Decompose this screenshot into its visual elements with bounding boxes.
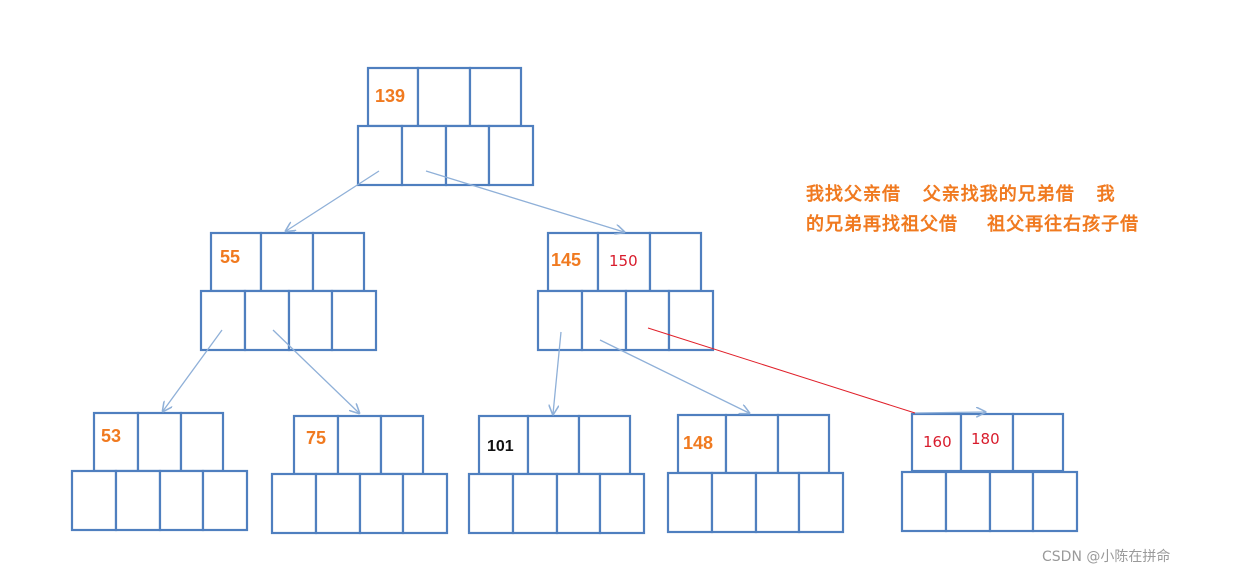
key-cell [468,66,523,128]
pointer-cell [754,471,801,534]
pointer-cell [330,289,378,352]
watermark: CSDN @小陈在拼命 [1042,549,1171,565]
pointer-cell [201,469,249,532]
leaf-148: 148 [666,413,845,534]
node-145-key-1: 145 [551,250,581,270]
pointer-cell [114,469,162,532]
edge-150-to-160-arrowhead [914,412,985,413]
key-cell [336,414,383,476]
key-cell [724,413,780,475]
pointer-cell [900,470,948,533]
pointer-cell [444,124,491,187]
pointer-cell [400,124,448,187]
key-cell [259,231,315,293]
leaf-148-key-1: 148 [683,433,713,453]
borrow-explanation: 我找父亲借 父亲找我的兄弟借 我 的兄弟再找祖父借 祖父再往右孩子借 [806,180,1246,240]
pointer-cell [988,470,1035,533]
key-cell [1011,412,1065,473]
key-cell [379,414,425,476]
pointer-cell [199,289,247,352]
explanation-line-2: 的兄弟再找祖父借 祖父再往右孩子借 [806,214,1140,235]
pointer-cell [667,289,715,352]
key-cell [648,231,703,293]
pointer-cell [70,469,118,532]
node-55-key-1: 55 [220,247,240,267]
pointer-cell [314,472,362,535]
key-cell [776,413,831,475]
edge-55-to-53 [163,329,223,411]
pointer-cell [467,472,515,535]
root-key-1: 139 [375,86,405,106]
pointer-cell [797,471,845,534]
key-cell [416,66,472,128]
root-node: 139 [356,66,535,187]
pointer-cell [624,289,671,352]
pointer-cell [511,472,559,535]
key-cell [910,412,963,473]
leaf-53: 53 [70,411,249,532]
key-cell [136,411,183,473]
pointer-cell [158,469,205,532]
pointer-cell [580,289,628,352]
pointer-cell [555,472,602,535]
pointer-cell [287,289,334,352]
pointer-cell [710,471,758,534]
explanation-line-1: 我找父亲借 父亲找我的兄弟借 我 [806,184,1116,205]
pointer-cell [598,472,646,535]
leaf-75-key-1: 75 [306,428,326,448]
pointer-cell [487,124,535,187]
key-cell [179,411,225,473]
edge-145-to-101 [553,331,562,414]
pointer-cell [356,124,404,187]
edge-150-to-160-highlight [647,327,916,414]
pointer-cell [666,471,714,534]
key-cell [311,231,366,293]
pointer-cell [243,289,291,352]
key-cell [577,414,632,476]
leaf-53-key-1: 53 [101,426,121,446]
pointer-cell [944,470,992,533]
pointer-cell [536,289,584,352]
pointer-cell [270,472,318,535]
pointer-cell [1031,470,1079,533]
leaf-101: 101 [467,414,646,535]
key-cell [526,414,581,476]
edge-55-to-75 [272,329,359,413]
key-cell [477,414,530,476]
edge-root-to-145 [425,170,624,232]
leaf-101-key-1: 101 [487,438,514,455]
edge-root-to-55 [286,170,380,231]
edge-145-to-148 [599,339,749,413]
node-145-150: 145 150 [536,231,715,352]
pointer-cell [401,472,449,535]
leaf-160-key-1: 160 [923,433,952,451]
leaf-75: 75 [270,414,449,535]
leaf-160-180: 160 180 [900,412,1079,533]
node-55: 55 [199,231,378,352]
node-145-key-2: 150 [609,252,638,270]
pointer-cell [358,472,405,535]
leaf-180-key-2: 180 [971,430,1000,448]
